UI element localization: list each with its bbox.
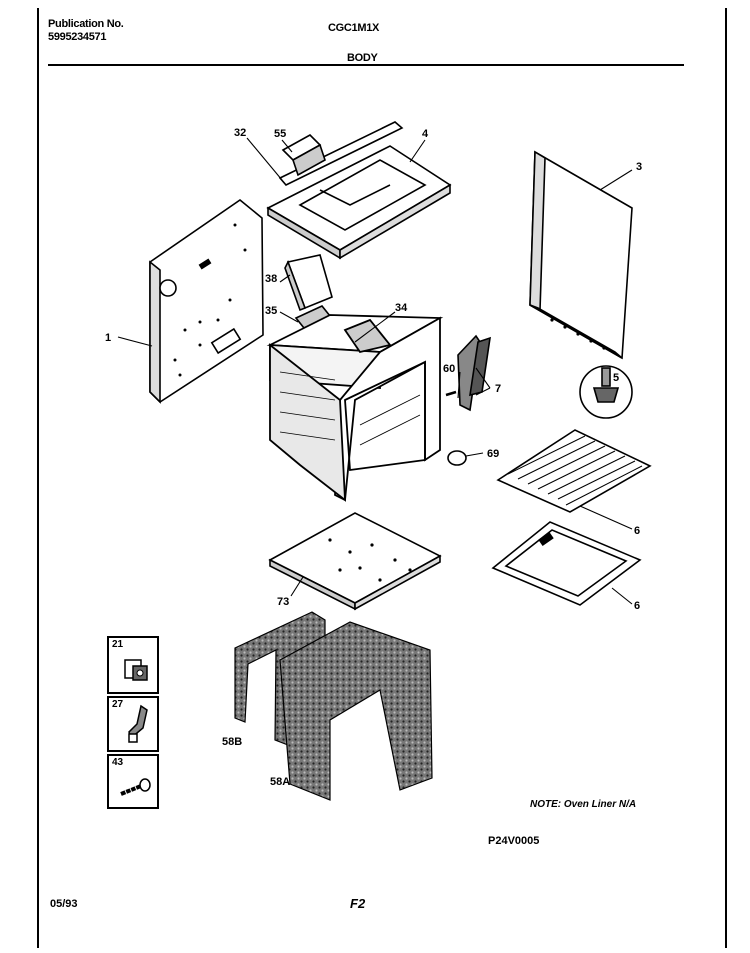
plug-button	[447, 450, 467, 466]
part-69-label: 69	[487, 448, 499, 460]
part-1-label: 1	[105, 332, 111, 344]
diagram-code: P24V0005	[488, 835, 540, 847]
oven-body	[266, 314, 444, 502]
publication-number: 5995234571	[48, 31, 107, 43]
leveling-leg	[579, 365, 633, 419]
back-panel	[149, 199, 264, 404]
footer-page: F2	[350, 896, 366, 911]
part-60-label: 60	[443, 363, 455, 375]
top-frame	[266, 145, 452, 260]
inset-43-number: 43	[112, 757, 124, 768]
flue-duct	[284, 254, 333, 329]
broiler-pan	[491, 521, 642, 606]
header-rule	[48, 64, 684, 66]
part-6-pan-label: 6	[634, 600, 640, 612]
part-32-label: 32	[234, 127, 246, 139]
part-58b-label: 58B	[222, 736, 242, 748]
part-7-label: 7	[495, 383, 501, 395]
screw-icon	[120, 778, 151, 796]
part-6-rack-label: 6	[634, 525, 640, 537]
vent-duct	[281, 134, 326, 177]
part-34-label: 34	[395, 302, 408, 314]
side-panel	[529, 150, 633, 360]
part-73-label: 73	[277, 596, 289, 608]
bottom-panel	[268, 512, 442, 611]
part-5-label: 5	[613, 372, 619, 384]
model-number: CGC1M1X	[328, 22, 380, 34]
section-title: BODY	[347, 52, 378, 64]
publication-label: Publication No.	[48, 18, 124, 30]
oven-rack	[496, 429, 652, 513]
bracket-icon	[128, 704, 148, 743]
part-3-label: 3	[636, 161, 642, 173]
inset-part-43: 43	[107, 754, 159, 809]
insulation-blanket	[234, 611, 433, 801]
part-4-label: 4	[422, 128, 429, 140]
part-35-label: 35	[265, 305, 277, 317]
page-border	[37, 8, 727, 948]
inset-27-number: 27	[112, 699, 124, 710]
oven-liner-note: NOTE: Oven Liner N/A	[530, 799, 637, 810]
part-58a-label: 58A	[270, 776, 290, 788]
inset-21-number: 21	[112, 639, 124, 650]
inset-part-21: 21	[107, 636, 159, 694]
top-strip	[278, 121, 404, 186]
inset-part-27: 27	[107, 696, 159, 752]
clip-icon	[124, 659, 148, 681]
part-55-label: 55	[274, 128, 286, 140]
footer-date: 05/93	[50, 898, 78, 910]
leader-lines	[117, 137, 633, 605]
part-38-label: 38	[265, 273, 277, 285]
